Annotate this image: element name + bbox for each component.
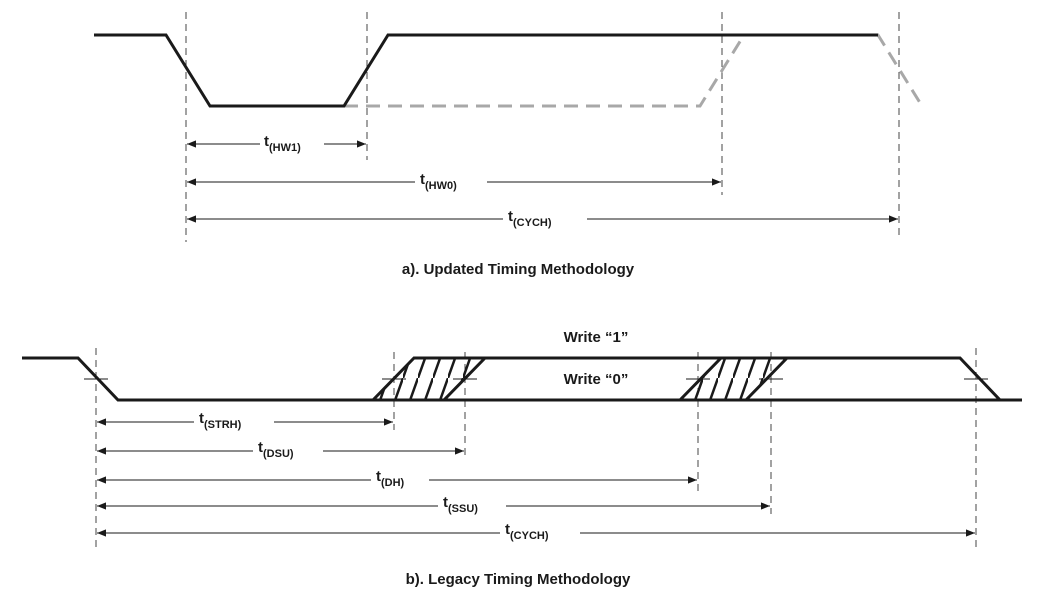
label-t-dsu: t(DSU) [258,439,294,460]
label-t-ssu: t(SSU) [443,494,478,515]
diagram-b-signal-waveform [22,356,1022,402]
label-write-0: Write “0” [564,371,629,388]
caption-a: a). Updated Timing Methodology [402,261,635,278]
diagram-a-signal-waveform [94,33,878,108]
diagram-b-reference-lines [95,348,977,548]
hatch-region-rising [373,358,485,400]
label-t-cych-b: t(CYCH) [505,521,549,542]
hatch-region-falling [680,358,787,400]
diagram-a-write0-waveform [344,33,924,108]
label-t-hw0: t(HW0) [420,171,457,192]
label-t-hw1: t(HW1) [264,133,301,154]
diagram-b: Write “1” Write “0” t(STRH) t(DSU) t(DH)… [22,329,1022,588]
label-write-1: Write “1” [564,329,629,346]
diagram-a-reference-lines [185,12,900,242]
caption-b: b). Legacy Timing Methodology [406,571,631,588]
label-t-dh: t(DH) [376,468,405,489]
label-t-cych-a: t(CYCH) [508,208,552,229]
diagram-a: t(HW1) t(HW0) t(CYCH) a). Updated Timing… [94,12,924,278]
label-t-strh: t(STRH) [199,410,242,431]
